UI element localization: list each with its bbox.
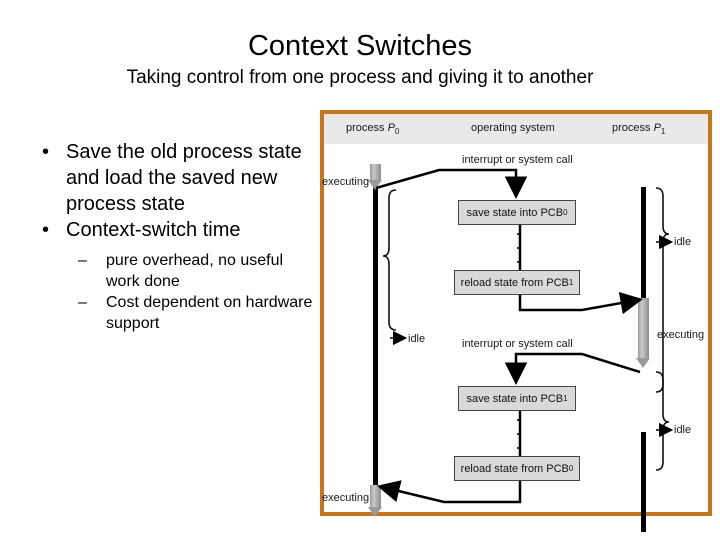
connector-overlay: [375, 168, 674, 504]
arrow-shaft: [370, 164, 381, 181]
arrow-os-to-p1: [518, 292, 643, 315]
brace-idle-p1-top: [655, 187, 670, 393]
state-label-executing-p1: executing: [657, 329, 705, 341]
page-subtitle: Taking control from one process and givi…: [126, 67, 594, 88]
context-switch-diagram: process P0 operating system process P1 i…: [320, 110, 712, 532]
arrow-p0-to-os-1: [375, 168, 528, 199]
arrow-shaft: [638, 298, 649, 359]
brace-idle-p0: [382, 189, 397, 331]
bullet-marker: •: [42, 219, 50, 241]
bullet-list: • Save the old process state and load th…: [34, 139, 316, 334]
arrow-os-to-p0: [377, 480, 522, 504]
lifeline-p1-idle-top: [641, 187, 646, 362]
page-title: Context Switches: [247, 30, 473, 62]
bullet-marker: •: [42, 141, 50, 163]
bullet-text: Save the old process state and load the …: [66, 141, 302, 215]
state-label-executing-p0-bottom: executing: [322, 492, 370, 504]
bullet-text: Cost dependent on hardware support: [106, 294, 313, 332]
column-header-process-p0: process P0: [346, 122, 400, 137]
ellipsis-2: [516, 419, 519, 449]
lifeline-p0-active-top: [373, 187, 378, 507]
state-label-idle-p0: idle: [408, 333, 426, 345]
bullet-marker: –: [78, 252, 87, 269]
lifeline-p1-idle-bottom: [641, 432, 646, 532]
state-label-idle-p1-top: idle: [674, 236, 692, 248]
ellipsis-1: [516, 233, 519, 263]
column-header-process-p1: process P1: [612, 122, 666, 137]
spacer: [34, 243, 316, 250]
column-header-band: [324, 114, 708, 144]
executing-arrow-p0-bottom: [368, 485, 382, 517]
arrow-head: [636, 358, 650, 368]
bullet-item-1: • Save the old process state and load th…: [34, 139, 316, 217]
executing-arrow-p0-top: [368, 164, 382, 190]
arrow-p1-to-os-2: [504, 352, 641, 385]
state-label-executing-p0-top: executing: [322, 176, 370, 188]
arrow-shaft: [370, 485, 381, 508]
bullet-item-2: • Context-switch time: [34, 217, 316, 243]
interrupt-label-1: interrupt or system call: [462, 154, 573, 166]
interrupt-label-2: interrupt or system call: [462, 338, 573, 350]
diagram-canvas: process P0 operating system process P1 i…: [322, 114, 708, 532]
bullet-item-4: – Cost dependent on hardware support: [34, 292, 316, 334]
bullet-item-3: – pure overhead, no useful work done: [34, 250, 316, 292]
bullet-marker: –: [78, 294, 87, 311]
bullet-text: pure overhead, no useful work done: [106, 252, 284, 290]
column-header-operating-system: operating system: [471, 122, 555, 134]
arrow-head: [368, 507, 382, 517]
state-label-idle-p1-bottom: idle: [674, 424, 692, 436]
bullet-text: Context-switch time: [66, 219, 241, 241]
arrow-head: [368, 180, 382, 190]
brace-idle-p1-bottom: [655, 371, 670, 471]
executing-arrow-p1: [636, 298, 650, 368]
